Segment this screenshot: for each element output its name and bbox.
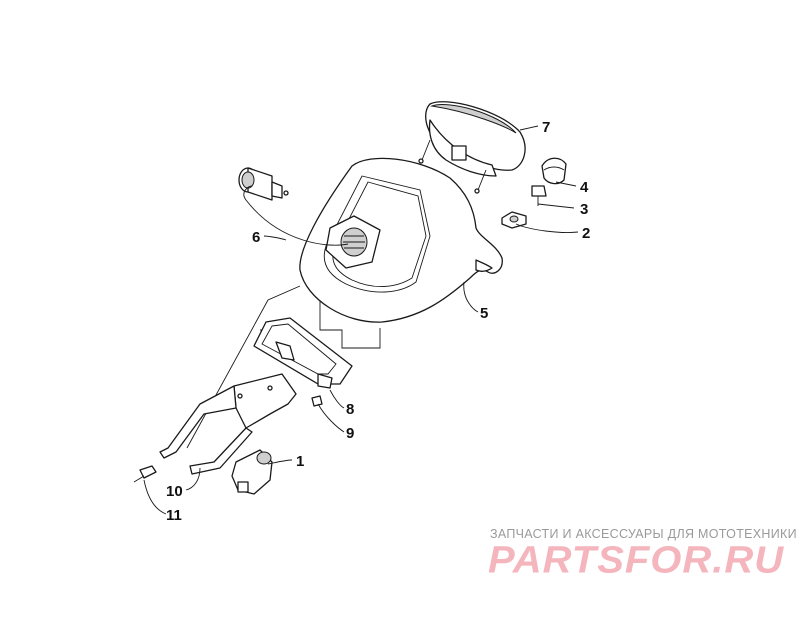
key-part-3 xyxy=(531,185,547,206)
watermark-logo: PARTSFOR.RU xyxy=(488,539,785,581)
callout-11: 11 xyxy=(166,507,182,524)
callout-3: 3 xyxy=(580,201,588,218)
bolt-part-9 xyxy=(311,395,323,407)
bracket-part-10 xyxy=(159,373,297,475)
cap-part-4 xyxy=(541,157,567,185)
callout-5: 5 xyxy=(480,305,488,322)
callout-8: 8 xyxy=(346,401,354,418)
watermark-tagline: ЗАПЧАСТИ И АКСЕССУАРЫ ДЛЯ МОТОТЕХНИКИ xyxy=(490,527,797,541)
switch-part-1 xyxy=(231,449,273,495)
gauge-part-7 xyxy=(418,101,526,194)
callout-9: 9 xyxy=(346,425,354,442)
callout-2: 2 xyxy=(582,225,590,242)
leader-lines xyxy=(143,125,579,515)
bezel-part-8 xyxy=(253,317,353,389)
shroud-part-5 xyxy=(299,157,503,323)
nut-part-2 xyxy=(501,211,527,229)
callout-labels: 7 4 3 2 6 5 8 9 1 10 11 xyxy=(166,119,590,524)
socket-part-6 xyxy=(238,167,289,201)
callout-1: 1 xyxy=(296,453,304,470)
callout-4: 4 xyxy=(580,179,589,196)
callout-10: 10 xyxy=(166,483,183,500)
screw-part-11 xyxy=(133,465,157,483)
callout-7: 7 xyxy=(542,119,550,136)
callout-6: 6 xyxy=(252,229,260,246)
